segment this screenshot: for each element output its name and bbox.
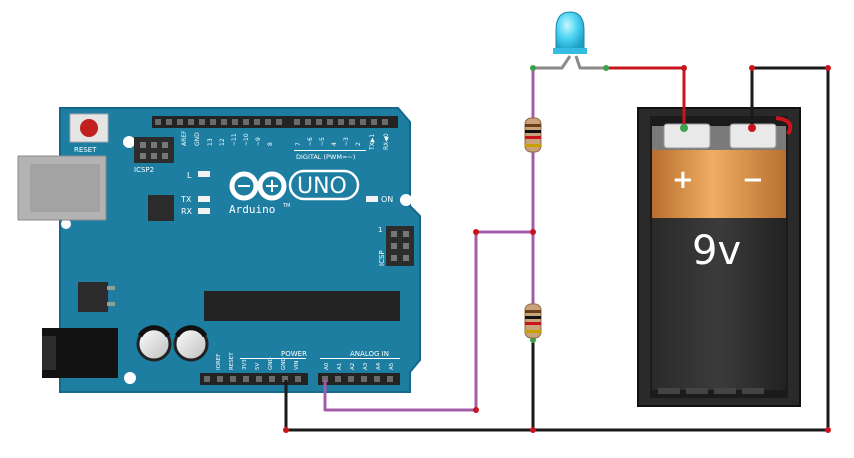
l-led (198, 171, 210, 177)
arduino-board: RESET ICSP2 (17, 107, 421, 393)
pin-label: ~3 (343, 137, 350, 146)
pin-label: 4 (331, 142, 338, 146)
tx-led (198, 196, 210, 202)
analog-header (318, 373, 400, 385)
reset-button-cap (80, 119, 98, 137)
pin-label: GND (281, 357, 287, 370)
resistor-upper (524, 117, 542, 153)
mount-hole (400, 194, 412, 206)
power-header (200, 373, 308, 385)
power-label-line (240, 358, 306, 359)
pin-label: A0 (324, 362, 330, 370)
arduino-logo-icon (229, 171, 287, 201)
pin-label: ~10 (243, 133, 250, 146)
voltage-regulator (78, 282, 108, 312)
analog-pin-labels: A0 A1 A2 A3 A4 A5 (324, 362, 395, 370)
battery-terminal-positive[interactable] (663, 123, 711, 149)
pin-label: A4 (376, 362, 382, 370)
pin-label: RESET (229, 352, 235, 370)
battery-plus-label: + (672, 165, 694, 195)
icsp2-label: ICSP2 (134, 166, 154, 174)
pin-label: 13 (207, 138, 214, 146)
pin-label: A1 (337, 363, 343, 370)
trademark-label: TM (282, 203, 290, 209)
pin-label: TX▶1 (369, 134, 376, 151)
pin-label: IOREF (216, 354, 222, 370)
pin-label: ~11 (231, 133, 238, 146)
tx-led-label: TX (180, 195, 192, 204)
wire-junctions (283, 65, 831, 433)
mount-hole (123, 136, 135, 148)
digital-label-underline (294, 150, 366, 151)
usb-connector-inner (30, 164, 100, 212)
resistor-lower (524, 303, 542, 339)
rx-led (198, 208, 210, 214)
pin-label: 12 (219, 138, 226, 146)
battery-strap (775, 116, 793, 135)
pin-label: 2 (355, 142, 362, 146)
gnd-label: GND (194, 132, 201, 146)
pin-label: A3 (363, 362, 369, 370)
power-label: POWER (281, 350, 307, 358)
on-led (366, 196, 378, 202)
l-led-label: L (187, 171, 192, 180)
mount-hole (61, 219, 71, 229)
led-rim (553, 48, 587, 54)
pin-label: VIN (294, 361, 300, 371)
pin-label: A5 (389, 362, 395, 370)
digital-pin-labels: AREF GND 13 12 ~11 ~10 ~9 8 7 ~6 ~5 4 ~3… (181, 130, 390, 151)
pin-label: 7 (295, 142, 302, 146)
icsp2-header (134, 137, 174, 163)
battery-voltage-label: 9v (692, 228, 741, 274)
battery-minus-label: − (742, 165, 764, 195)
on-label: ON (381, 195, 393, 204)
analog-label: ANALOG IN (350, 350, 389, 358)
brand-label: Arduino (229, 203, 275, 216)
pin-label: GND (268, 357, 274, 370)
mount-hole (124, 372, 136, 384)
battery-copper (652, 150, 786, 218)
model-label: UNO (297, 174, 347, 199)
battery-holder-clips (658, 388, 764, 394)
aref-label: AREF (181, 130, 188, 146)
microcontroller-chip (204, 291, 400, 321)
rx-led-label: RX (181, 207, 193, 216)
wire-black-ground (284, 66, 830, 432)
battery-9v: + − 9v (637, 107, 801, 407)
wire-led-leg (533, 55, 572, 70)
pin-label: ~9 (255, 137, 262, 146)
battery-body (652, 218, 786, 390)
power-jack-front (42, 336, 56, 370)
uno-badge (288, 169, 360, 201)
power-pin-labels: IOREF RESET 3V3 5V GND GND VIN (216, 352, 300, 370)
pin-label: ~5 (319, 137, 326, 146)
pin-label: RX◀0 (383, 133, 390, 150)
led-body (555, 11, 585, 51)
usb-chip (148, 195, 174, 221)
analog-label-line (320, 358, 400, 359)
pin-label: 5V (255, 363, 261, 370)
icsp-pin1-label: 1 (378, 226, 382, 234)
pin-label: 3V3 (242, 359, 248, 370)
led-blue (553, 11, 587, 54)
reset-label: RESET (74, 146, 97, 154)
digital-header (152, 116, 398, 128)
icsp-header (386, 226, 414, 266)
icsp-label: ICSP (378, 250, 386, 266)
digital-label: DIGITAL (PWM=~) (296, 153, 355, 161)
wire-led-leg-right (574, 55, 606, 70)
pin-label: A2 (350, 363, 356, 370)
pin-label: 8 (267, 142, 274, 146)
pin-label: ~6 (307, 137, 314, 146)
